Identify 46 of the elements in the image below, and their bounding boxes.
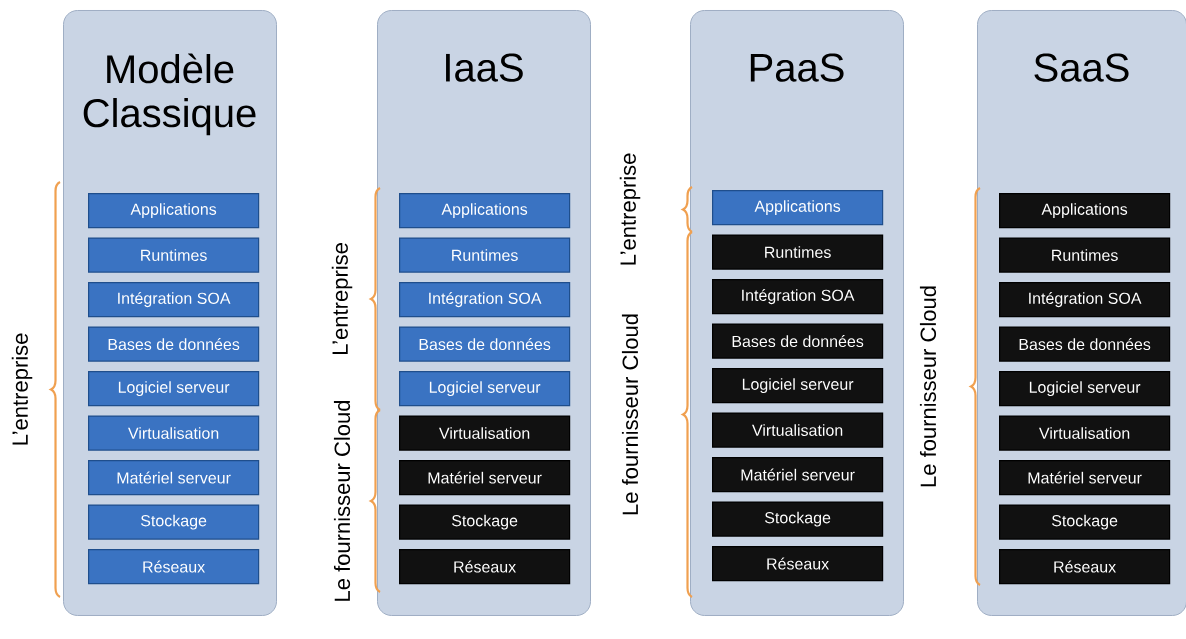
layer-box: Runtimes	[712, 234, 884, 270]
layer-box: Applications	[712, 190, 884, 226]
brace-label: Le fournisseur Cloud	[621, 314, 639, 515]
layer-box: Runtimes	[399, 237, 571, 273]
column-title: PaaS	[750, 53, 844, 82]
layer-box: Virtualisation	[712, 412, 884, 448]
layer-box: Matériel serveur	[88, 460, 260, 496]
layer-box: Virtualisation	[999, 415, 1171, 451]
brace-label: Le fournisseur Cloud	[919, 286, 937, 487]
layer-box: Applications	[88, 193, 260, 229]
layer-box: Bases de données	[399, 326, 571, 362]
layer-box: Stockage	[88, 504, 260, 540]
layer-box: Bases de données	[88, 326, 260, 362]
layer-box: Stockage	[712, 501, 884, 537]
layer-box: Matériel serveur	[712, 457, 884, 493]
layer-box: Intégration SOA	[999, 282, 1171, 318]
layer-box: Applications	[399, 193, 571, 229]
column-title: IaaS	[446, 53, 523, 82]
layer-box: Logiciel serveur	[999, 371, 1171, 407]
layer-box: Réseaux	[999, 549, 1171, 585]
column-title: Modèle Classique	[83, 53, 256, 136]
layer-box: Logiciel serveur	[88, 371, 260, 407]
layer-box: Réseaux	[712, 546, 884, 582]
layer-box: Bases de données	[712, 323, 884, 359]
column-title: SaaS	[1034, 53, 1129, 82]
layer-box: Logiciel serveur	[712, 367, 884, 404]
layer-box: Matériel serveur	[999, 460, 1171, 496]
layer-box: Intégration SOA	[88, 282, 260, 318]
brace-label: L’entreprise	[11, 333, 33, 445]
layer-box: Runtimes	[999, 237, 1171, 273]
layer-box: Bases de données	[999, 326, 1171, 362]
layer-box: Matériel serveur	[399, 460, 571, 496]
brace-label: L’entreprise	[619, 153, 641, 265]
layer-box: Stockage	[399, 504, 571, 540]
layer-box: Virtualisation	[399, 415, 571, 451]
brace-label: L’entreprise	[331, 243, 353, 355]
layer-box: Stockage	[999, 504, 1171, 540]
layer-box: Logiciel serveur	[399, 371, 571, 407]
layer-box: Applications	[999, 193, 1171, 229]
layer-box: Intégration SOA	[712, 279, 884, 315]
layer-box: Runtimes	[88, 237, 260, 273]
layer-box: Réseaux	[88, 549, 260, 585]
brace-label: Le fournisseur Cloud	[333, 400, 351, 601]
layer-box: Intégration SOA	[399, 282, 571, 318]
layer-box: Réseaux	[399, 549, 571, 585]
layer-box: Virtualisation	[88, 415, 260, 451]
